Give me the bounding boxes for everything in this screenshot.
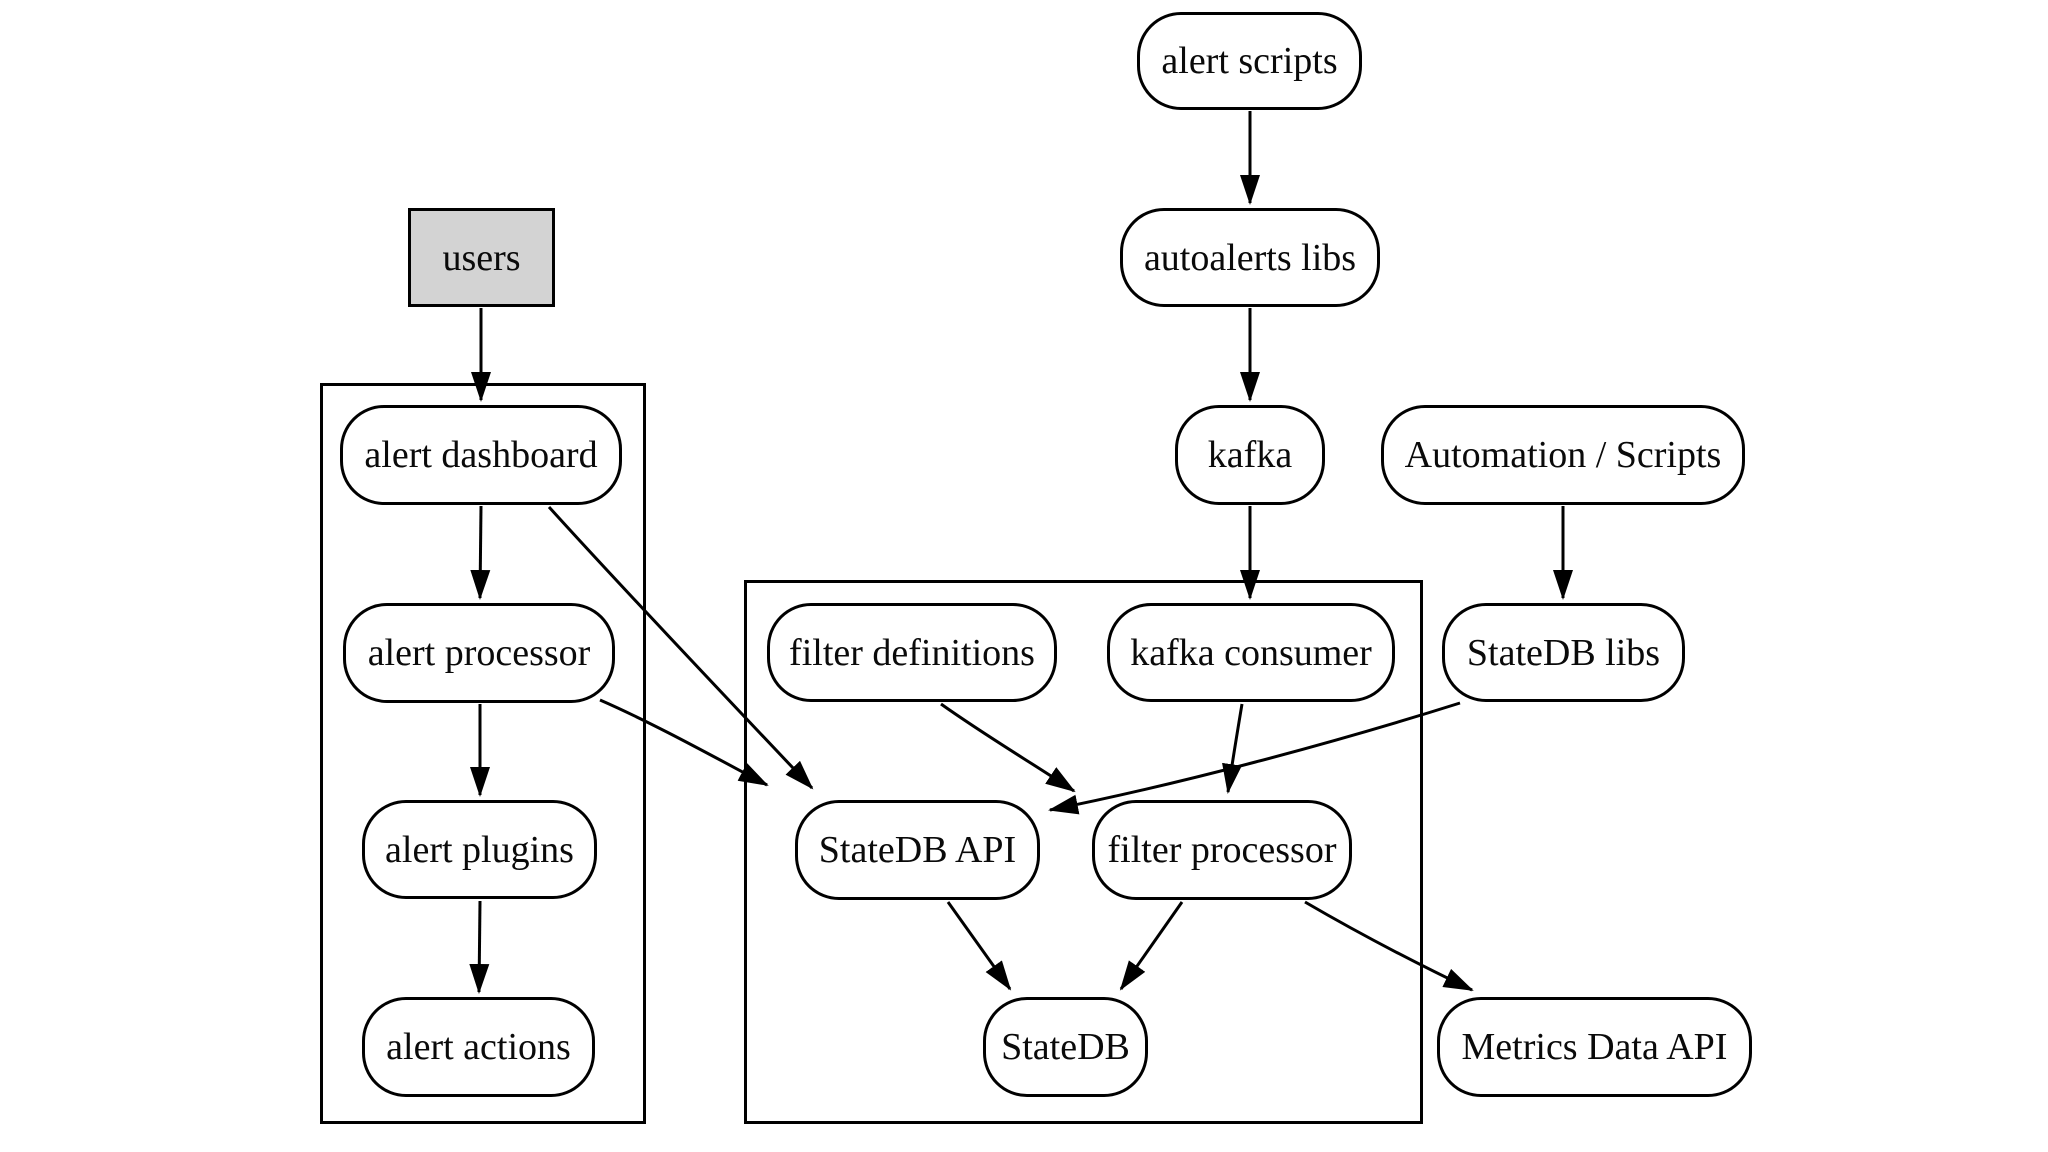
node-alert-plugins: alert plugins bbox=[362, 800, 597, 899]
node-alert-actions: alert actions bbox=[362, 997, 595, 1097]
node-alert-scripts-label: alert scripts bbox=[1161, 40, 1338, 82]
node-alert-processor: alert processor bbox=[343, 603, 615, 703]
node-filter-definitions: filter definitions bbox=[767, 603, 1057, 702]
edge-filter-processor-to-metrics-data-api bbox=[1304, 900, 1474, 992]
node-alert-processor-label: alert processor bbox=[367, 632, 591, 674]
node-statedb-libs: StateDB libs bbox=[1442, 603, 1685, 702]
edge-alert-dashboard-to-statedb-api bbox=[547, 505, 814, 790]
node-statedb-label: StateDB bbox=[1001, 1026, 1130, 1068]
node-statedb-libs-label: StateDB libs bbox=[1466, 631, 1661, 674]
node-statedb: StateDB bbox=[983, 997, 1148, 1097]
node-users-label: users bbox=[442, 236, 521, 279]
node-kafka-consumer-label: kafka consumer bbox=[1130, 631, 1372, 674]
node-alert-scripts: alert scripts bbox=[1137, 12, 1362, 110]
edge-alert-plugins-to-alert-actions bbox=[469, 900, 490, 994]
node-metrics-data-api-label: Metrics Data API bbox=[1461, 1026, 1728, 1068]
node-autoalerts-libs: autoalerts libs bbox=[1120, 208, 1380, 307]
edge-alert-dashboard-to-alert-processor bbox=[470, 505, 491, 600]
edge-statedb-api-to-statedb bbox=[946, 901, 1012, 991]
node-automation-scripts: Automation / Scripts bbox=[1381, 405, 1745, 505]
node-filter-processor-label: filter processor bbox=[1107, 829, 1337, 871]
node-statedb-api: StateDB API bbox=[795, 800, 1040, 900]
node-automation-scripts-label: Automation / Scripts bbox=[1404, 434, 1722, 476]
cluster-filter-pipeline bbox=[744, 580, 1423, 1124]
edge-alert-processor-to-statedb-api bbox=[599, 698, 769, 787]
node-kafka: kafka bbox=[1175, 405, 1325, 505]
node-filter-processor: filter processor bbox=[1092, 800, 1352, 900]
node-kafka-consumer: kafka consumer bbox=[1107, 603, 1395, 702]
node-filter-definitions-label: filter definitions bbox=[789, 631, 1035, 674]
node-alert-plugins-label: alert plugins bbox=[385, 828, 574, 871]
node-autoalerts-libs-label: autoalerts libs bbox=[1143, 236, 1357, 279]
node-alert-actions-label: alert actions bbox=[386, 1026, 571, 1068]
edge-statedb-libs-to-statedb-api bbox=[1048, 701, 1461, 815]
node-alert-dashboard: alert dashboard bbox=[340, 405, 622, 505]
node-alert-dashboard-label: alert dashboard bbox=[364, 434, 598, 476]
node-statedb-api-label: StateDB API bbox=[818, 829, 1017, 871]
node-users: users bbox=[408, 208, 555, 307]
node-kafka-label: kafka bbox=[1207, 434, 1293, 476]
edge-filter-definitions-to-filter-processor bbox=[940, 702, 1076, 793]
edge-kafka-consumer-to-filter-processor bbox=[1222, 703, 1244, 794]
edge-filter-processor-to-statedb bbox=[1119, 901, 1184, 991]
node-metrics-data-api: Metrics Data API bbox=[1437, 997, 1752, 1097]
